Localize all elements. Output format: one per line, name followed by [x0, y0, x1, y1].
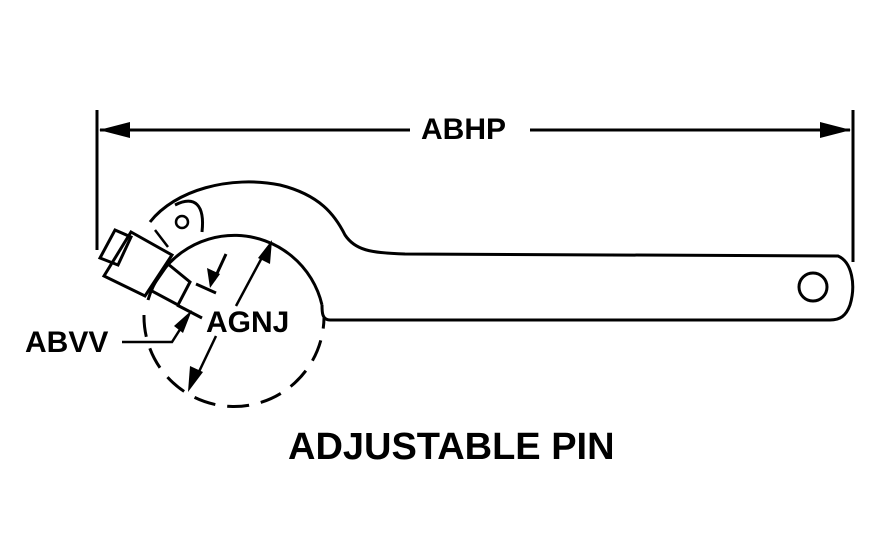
arrowhead-left — [99, 122, 130, 138]
hook-dashed-circle — [142, 314, 326, 408]
pin-dim-ext-1 — [195, 282, 217, 295]
pin-body — [101, 229, 175, 298]
arrowhead-right — [820, 122, 851, 138]
pin-arrow-head — [207, 268, 220, 288]
wrench-outline — [148, 180, 855, 322]
pin-cap — [97, 228, 134, 267]
pivot-hole — [174, 214, 190, 230]
abvv-arrow-head — [174, 310, 192, 333]
hook-diameter-label: AGNJ — [206, 306, 290, 339]
pin-diameter-label: ABVV — [25, 326, 109, 359]
pivot-lobe — [174, 199, 205, 233]
agnj-arrow-down — [188, 366, 203, 392]
abvv-leader — [122, 319, 188, 344]
drawing-title: ADJUSTABLE PIN — [288, 426, 615, 468]
pin-dim-ext-2 — [176, 303, 203, 320]
handle-hole — [797, 271, 829, 303]
pin-tip — [147, 261, 192, 308]
agnj-arrow-up — [258, 240, 272, 264]
pivot-mark — [154, 229, 169, 248]
overall-length-label: ABHP — [421, 113, 507, 146]
